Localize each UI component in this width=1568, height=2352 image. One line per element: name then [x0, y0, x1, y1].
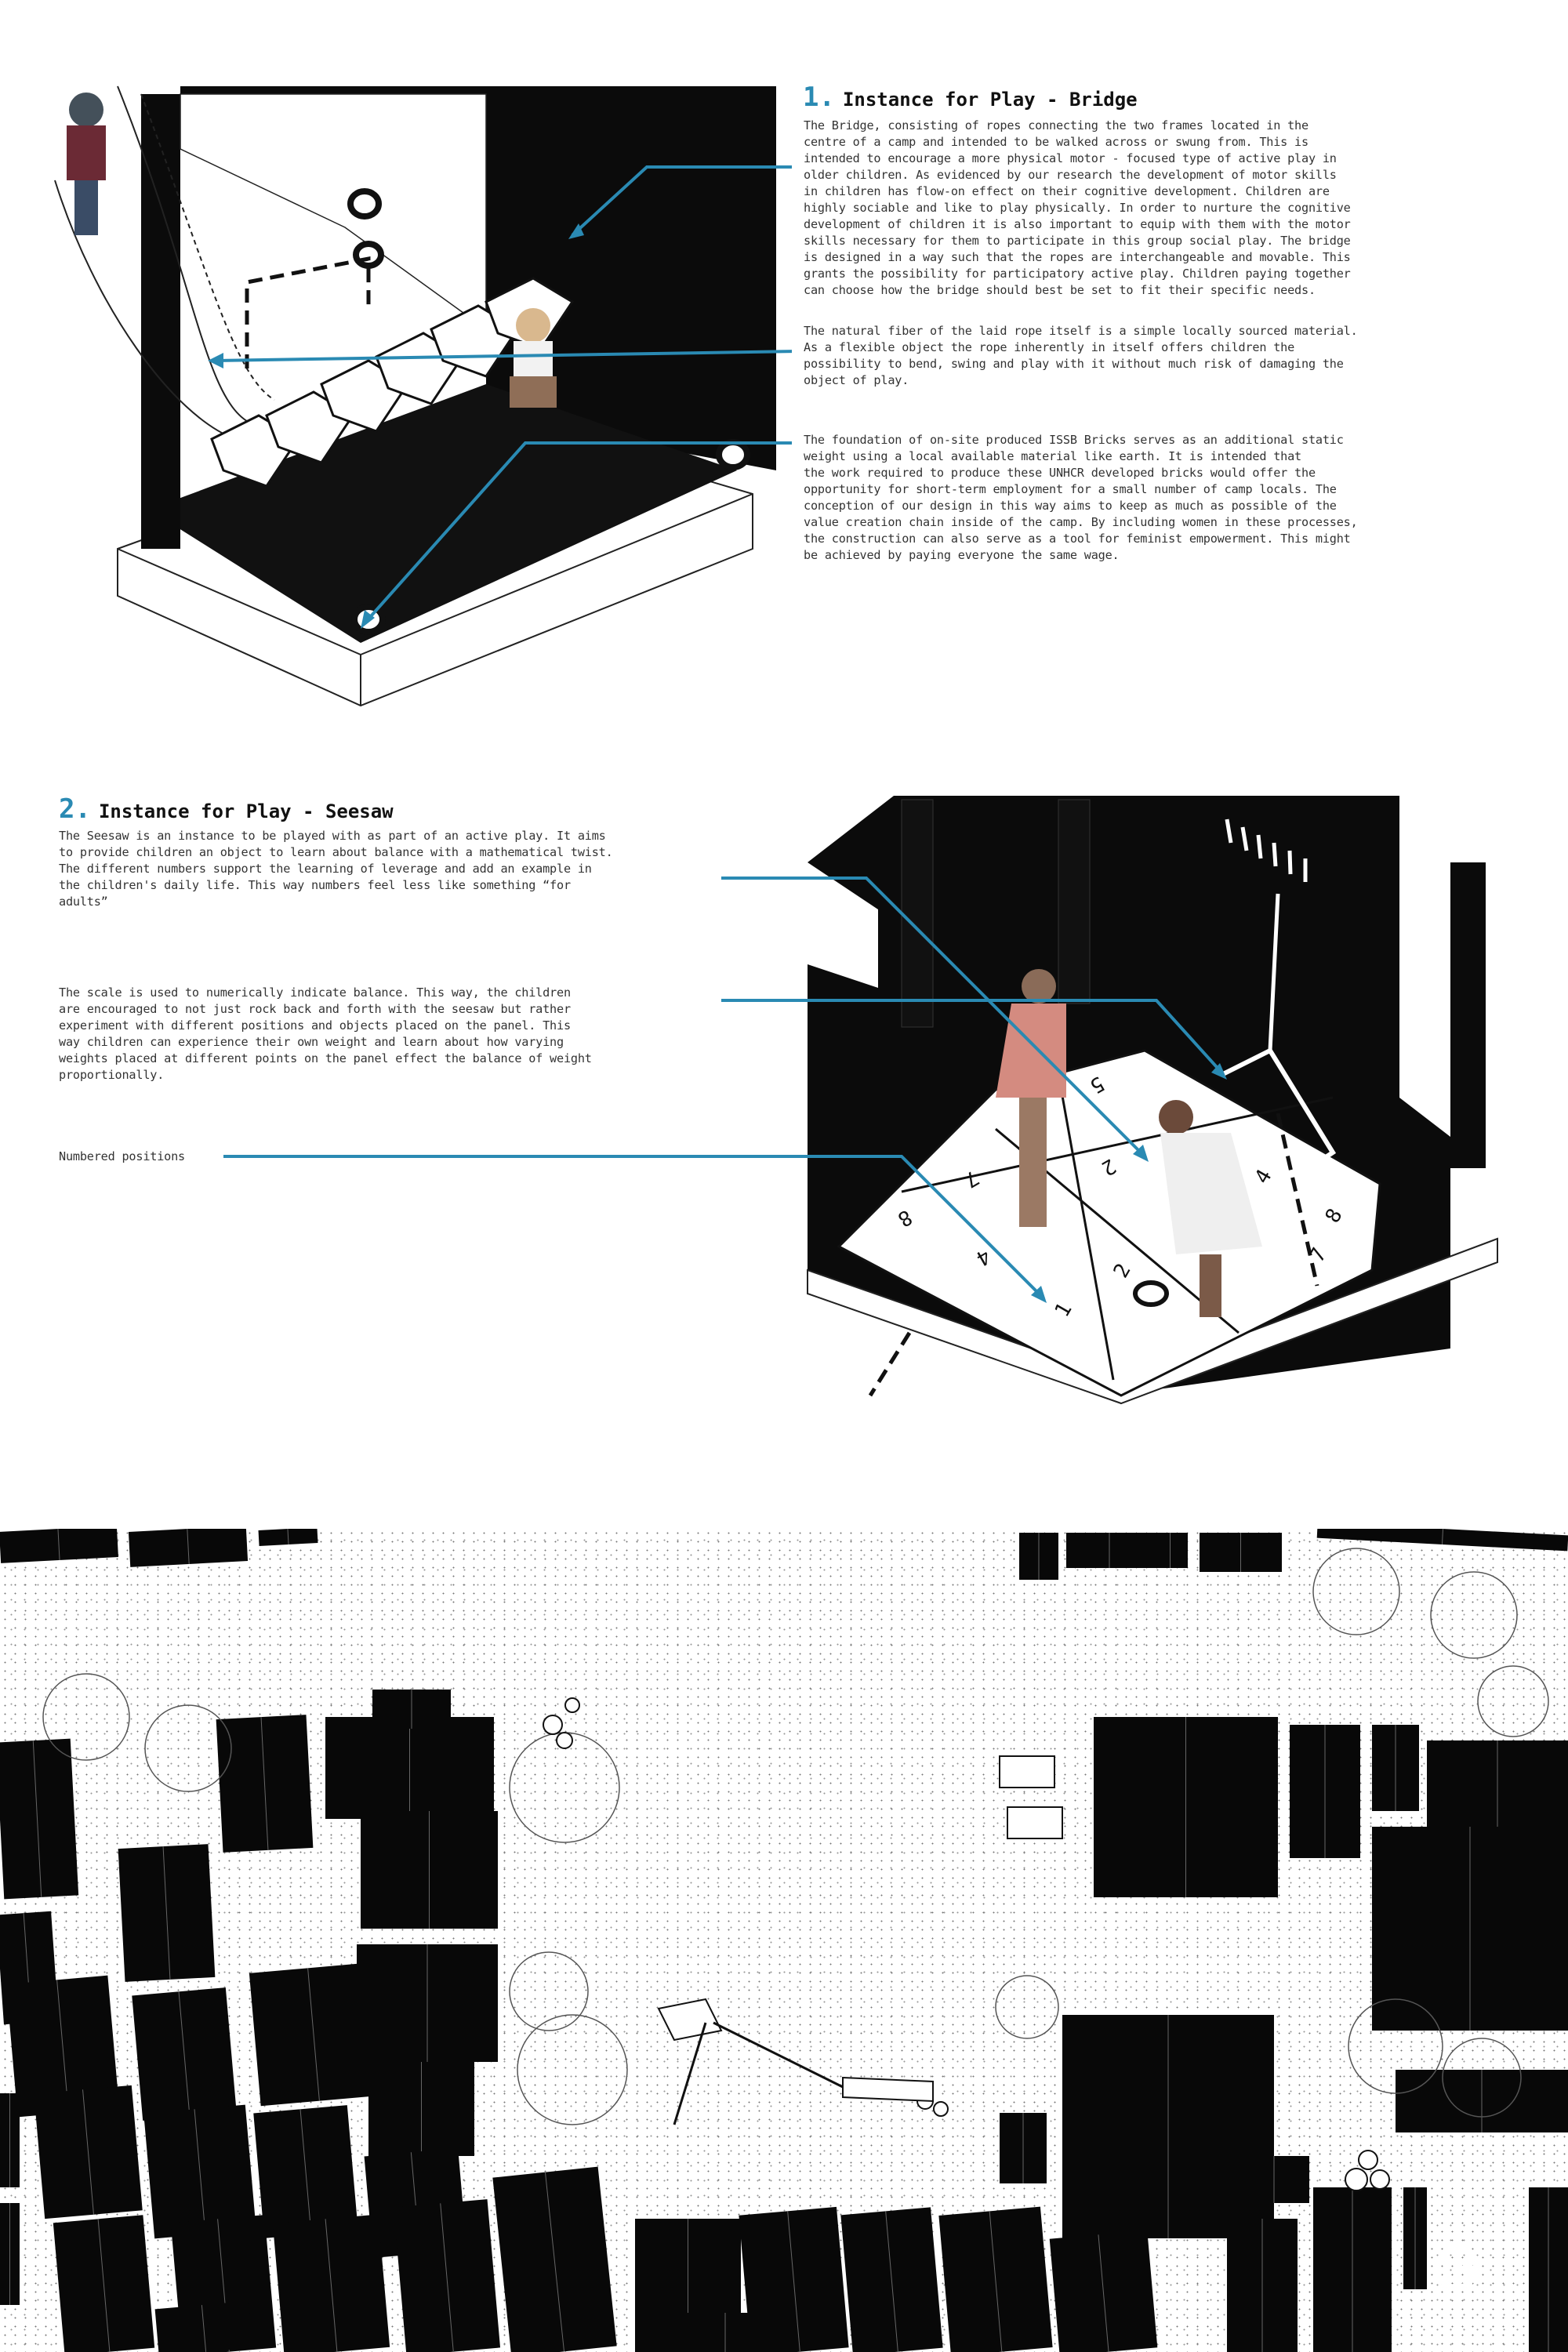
seating	[1358, 2150, 1378, 2170]
tree-canopy	[42, 1673, 130, 1761]
roof-ridge	[287, 1529, 289, 1545]
tree-canopy	[517, 2014, 628, 2125]
leader-line	[215, 350, 792, 362]
bridge-title: 1.Instance for Play - Bridge	[803, 82, 1138, 113]
leader-line	[571, 165, 792, 237]
roof-ridge	[1098, 2234, 1109, 2352]
table-plan	[1007, 1806, 1063, 1839]
roof-ridge	[82, 2089, 94, 2215]
roof-ridge	[440, 2203, 454, 2352]
tree-canopy	[144, 1704, 232, 1792]
seesaw-paragraph-1: The Seesaw is an instance to be played w…	[59, 829, 613, 909]
child-figure	[67, 93, 106, 235]
tree-canopy	[1430, 1571, 1518, 1659]
roof-ridge	[299, 2109, 312, 2234]
bridge-ropes-plan	[673, 2022, 707, 2125]
seating	[564, 1697, 580, 1713]
roof-ridge	[989, 2211, 1003, 2352]
roof-ridge	[1441, 1529, 1444, 1545]
bridge-planks	[210, 277, 575, 488]
seesaw-number: 2.	[59, 793, 91, 825]
leader-line	[721, 999, 1225, 1076]
roof-ridge	[307, 1968, 320, 2101]
seesaw-panel	[837, 1049, 1381, 1397]
seating	[1345, 2168, 1368, 2191]
play-structures-plan	[657, 1998, 934, 2103]
site-plan-map	[0, 1529, 1568, 2352]
child-figure	[1159, 1100, 1262, 1317]
roof-ridge	[194, 2109, 206, 2234]
bridge-drawing	[54, 85, 792, 707]
tree-canopy	[995, 1975, 1059, 2039]
seating	[933, 2101, 949, 2117]
seating	[556, 1732, 573, 1749]
roof-ridge	[162, 1846, 171, 1980]
leader-line	[363, 441, 792, 625]
north-arrow-icon	[1435, 2246, 1479, 2290]
roof-ridge	[57, 1529, 60, 1560]
seesaw-drawing: 5 7 2 4 8 4 2 1 7 8	[223, 796, 1498, 1405]
bridge-paragraph-3: The foundation of on-site produced ISSB …	[804, 433, 1358, 562]
numbered-positions-label: Numbered positions	[59, 1149, 185, 1163]
roof-ridge	[885, 2211, 898, 2352]
roof-ridge	[187, 1529, 190, 1564]
roof-ridge	[201, 2305, 207, 2352]
table-plan	[999, 1755, 1055, 1788]
leader-line	[721, 877, 1146, 1158]
roof-ridge	[260, 1717, 269, 1850]
frame-post	[141, 94, 180, 549]
tree-canopy	[1312, 1548, 1400, 1635]
tree-canopy	[509, 1951, 589, 2031]
roof-ridge	[178, 1991, 191, 2117]
bridge-number: 1.	[803, 82, 835, 113]
leader-line	[223, 1155, 1044, 1299]
tree-canopy	[1348, 1998, 1443, 2094]
roof-ridge	[544, 2172, 565, 2352]
seesaw-paragraph-2: The scale is used to numerically indicat…	[59, 985, 592, 1082]
bridge-paragraph-1: The Bridge, consisting of ropes connecti…	[804, 118, 1351, 297]
roof-ridge	[97, 2219, 111, 2352]
tree-canopy	[1477, 1665, 1549, 1737]
frame-floor	[149, 384, 737, 643]
seating	[1370, 2169, 1390, 2190]
roof-ridge	[787, 2211, 800, 2352]
roof-ridge	[56, 1980, 69, 2113]
child-figure	[510, 308, 557, 408]
balance-scale	[1221, 1047, 1337, 1186]
seating	[543, 1715, 563, 1735]
bridge-paragraph-2: The natural fiber of the laid rope itsel…	[804, 324, 1358, 387]
seesaw-title: 2.Instance for Play - Seesaw	[59, 793, 394, 825]
roof-ridge	[325, 2219, 338, 2352]
building	[0, 1738, 79, 1900]
bridge-ropes-plan	[713, 2021, 844, 2089]
tree-canopy	[1442, 2038, 1522, 2118]
frame-back-wall	[486, 86, 776, 470]
roof-ridge	[32, 1740, 42, 1897]
